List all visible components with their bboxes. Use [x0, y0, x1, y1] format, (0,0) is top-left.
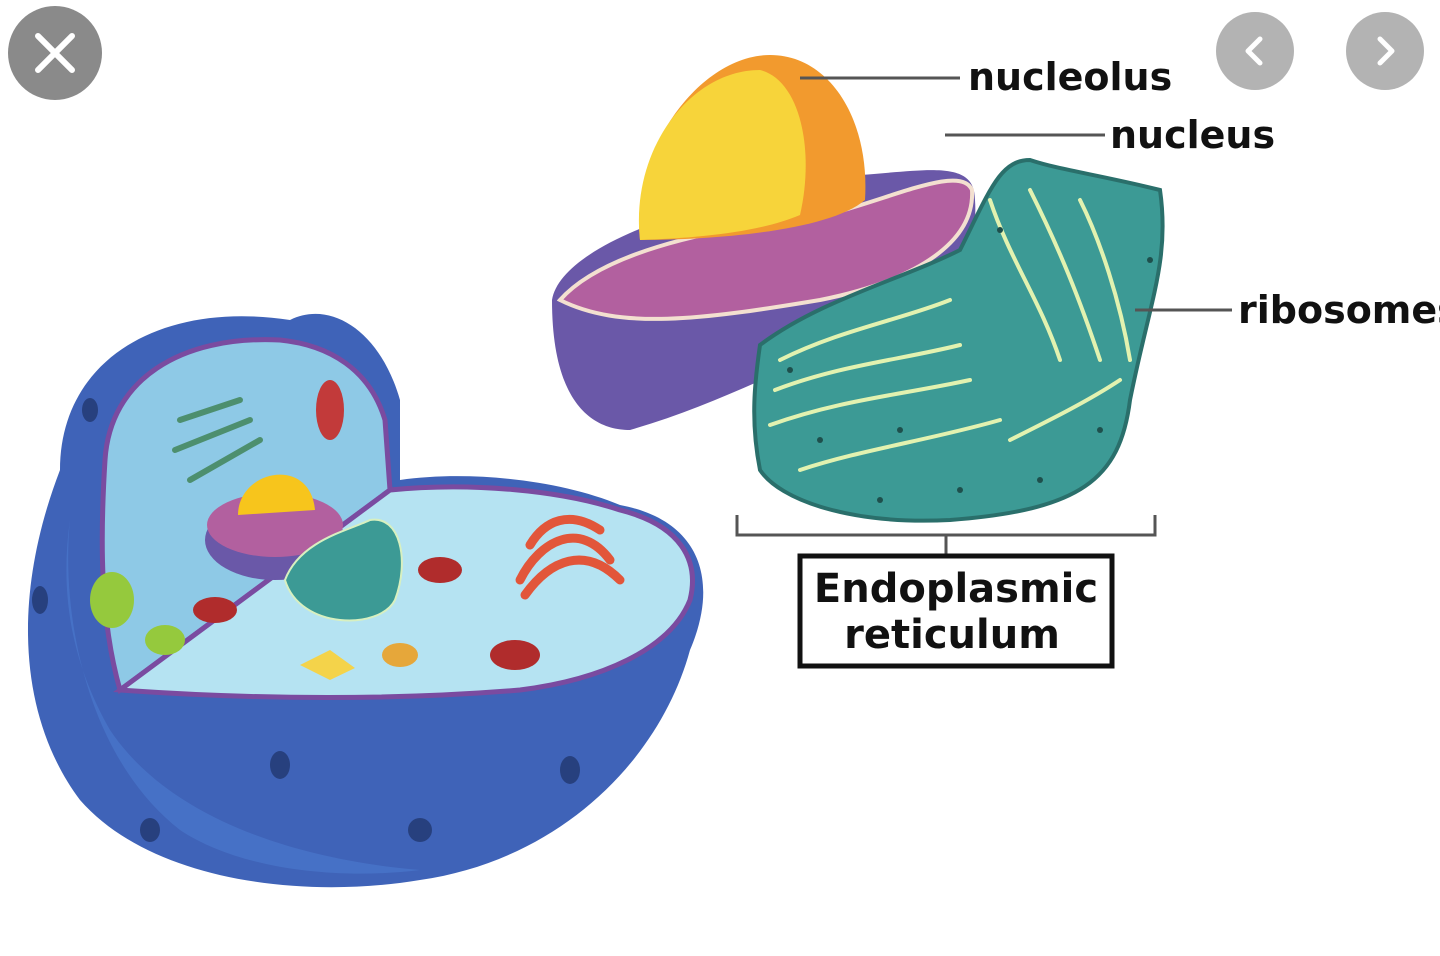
er-label-box	[797, 553, 1115, 669]
close-button[interactable]	[8, 6, 102, 100]
animal-cell-illustration	[27, 313, 704, 888]
leader-lines	[735, 76, 1232, 556]
label-ribosomes: ribosomes	[1238, 288, 1440, 332]
label-er-line1: Endoplasmic	[814, 566, 1098, 612]
label-nucleolus: nucleolus	[968, 55, 1172, 99]
nucleus-er-illustration	[552, 55, 1165, 523]
chevron-left-icon	[1245, 36, 1263, 66]
previous-button[interactable]	[1216, 12, 1294, 90]
next-button[interactable]	[1346, 12, 1424, 90]
label-nucleus: nucleus	[1110, 113, 1275, 157]
chevron-right-icon	[1377, 36, 1395, 66]
close-icon	[35, 33, 75, 73]
label-er-line2: reticulum	[844, 612, 1060, 658]
